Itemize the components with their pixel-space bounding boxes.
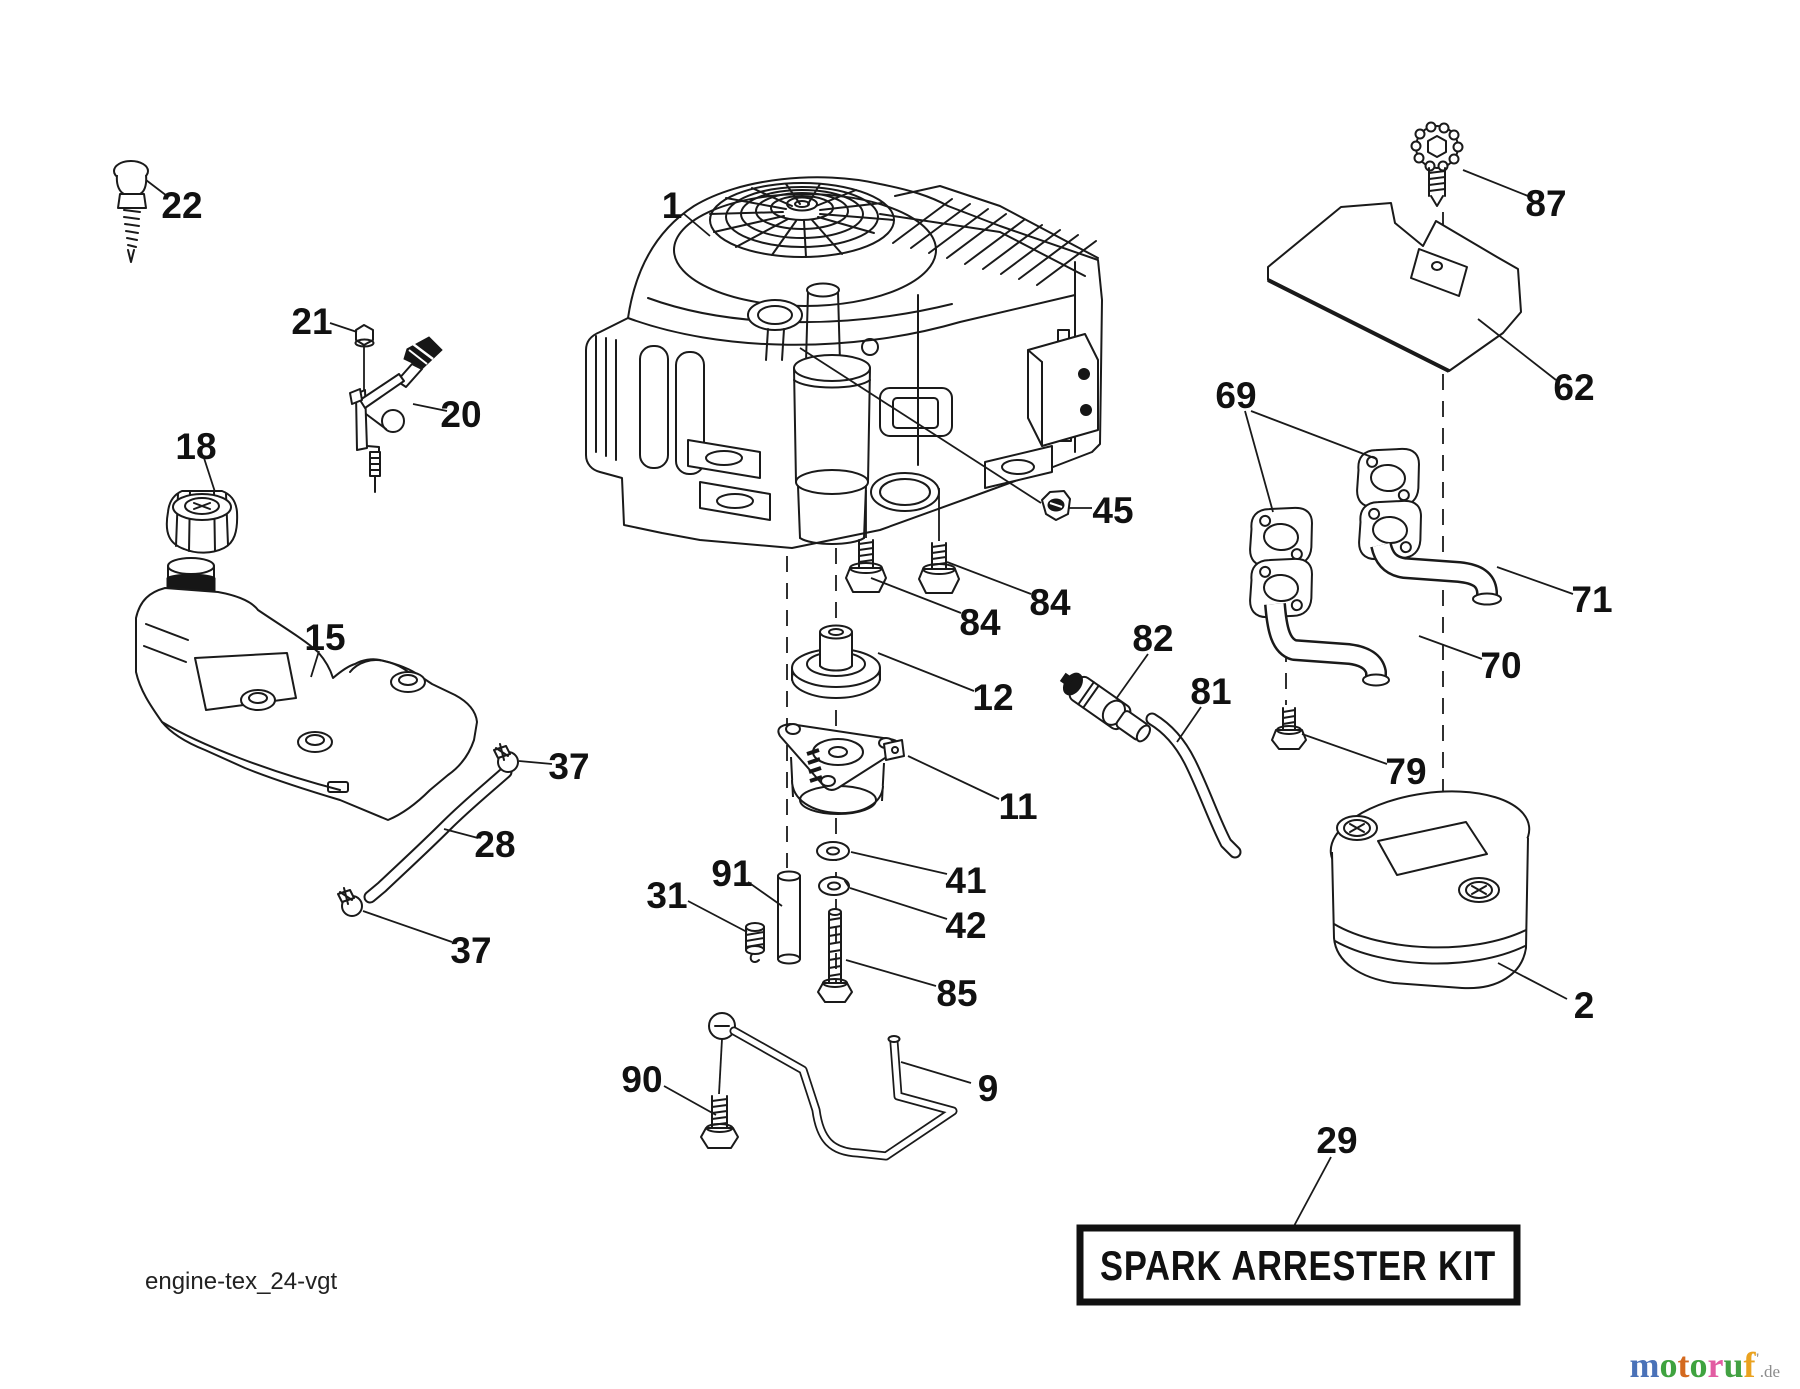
exhaust-gaskets [1249, 447, 1422, 643]
choke-screw [113, 160, 149, 263]
engine-port-bracket [879, 387, 953, 437]
part-label-29: 29 [1316, 1120, 1357, 1161]
part-label-18: 18 [175, 426, 216, 467]
part-label-84a: 84 [959, 602, 1001, 643]
fan-screen [709, 182, 895, 258]
logo-tld: .de [1759, 1362, 1780, 1381]
manifold-bolt [1271, 707, 1307, 750]
spring-coupler [745, 922, 765, 964]
spark-arrester-kit-label: SPARK ARRESTER KIT [1100, 1242, 1496, 1289]
leader-lines [145, 169, 1574, 1227]
oil-fill-dipstick [747, 299, 803, 361]
flywheel-nut [1041, 490, 1071, 521]
lock-washer [818, 876, 850, 896]
part-number-labels: 1 22 21 20 18 15 37 28 37 31 91 90 9 85 … [161, 183, 1612, 1161]
part-label-12: 12 [972, 677, 1013, 718]
fuel-cap [165, 490, 239, 554]
part-label-84b: 84 [1029, 582, 1071, 623]
part-label-37b: 37 [450, 930, 491, 971]
engine-right-panel [917, 261, 1099, 466]
engine-mount-bolt-a [845, 539, 887, 593]
logo-letter: o [1659, 1345, 1678, 1385]
logo-letter: u [1723, 1345, 1744, 1385]
part-label-79: 79 [1385, 751, 1426, 792]
clutch-bolt [817, 908, 853, 1003]
logo-letter: r [1707, 1345, 1724, 1385]
part-label-22: 22 [161, 185, 202, 226]
spacer-tube [777, 870, 801, 965]
part-label-87: 87 [1525, 183, 1566, 224]
exhaust-pipe-lower [1264, 603, 1390, 687]
part-label-42: 42 [945, 905, 986, 946]
throttle-lever [349, 336, 443, 493]
part-label-62: 62 [1553, 367, 1594, 408]
part-label-31: 31 [646, 875, 687, 916]
logo-letter: f [1743, 1345, 1756, 1385]
part-label-21: 21 [291, 301, 332, 342]
part-label-37a: 37 [548, 746, 589, 787]
ignition-module-box [1027, 333, 1099, 447]
engine-bolt-hole [861, 338, 879, 356]
fuel-tank [135, 557, 478, 821]
lever-mount-bolt [354, 324, 375, 420]
part-label-45: 45 [1092, 490, 1133, 531]
rod-bolt [700, 1095, 739, 1149]
motoruf-logo: motoruf'.de [1630, 1347, 1780, 1383]
part-label-69: 69 [1215, 375, 1256, 416]
part-label-82: 82 [1132, 618, 1173, 659]
part-label-70: 70 [1480, 645, 1521, 686]
shield-knob-bolt [1410, 121, 1464, 207]
muffler [1329, 790, 1531, 990]
part-label-85: 85 [936, 973, 977, 1014]
fuel-shutoff-valve [1059, 672, 1152, 743]
spark-arrester-kit-box: SPARK ARRESTER KIT [1076, 1224, 1521, 1306]
engine-assembly [585, 176, 1103, 549]
part-label-91: 91 [711, 853, 752, 894]
logo-tick: ' [1755, 1351, 1760, 1367]
engine-mount-bolt-b [918, 542, 960, 594]
hose-clamp-lower [337, 887, 363, 917]
part-label-71: 71 [1571, 579, 1612, 620]
logo-letter: t [1677, 1345, 1690, 1385]
part-label-41: 41 [945, 860, 986, 901]
support-rod [708, 1012, 958, 1161]
heat-shield-plate [1267, 202, 1522, 373]
cylinder-fins [892, 198, 1097, 286]
logo-letter: m [1629, 1345, 1660, 1385]
part-label-20: 20 [440, 394, 481, 435]
engine-mounting-lugs [687, 439, 1053, 521]
part-label-90: 90 [621, 1059, 662, 1100]
crankshaft-pulley [791, 624, 881, 699]
electric-clutch [777, 723, 905, 815]
part-label-1: 1 [662, 185, 683, 226]
part-label-9: 9 [978, 1068, 999, 1109]
flat-washer [816, 841, 850, 861]
part-label-15: 15 [304, 617, 345, 658]
hose-clamp-upper [493, 743, 519, 773]
part-label-11: 11 [998, 786, 1037, 827]
logo-letter: o [1689, 1345, 1708, 1385]
part-label-28: 28 [474, 824, 515, 865]
diagram-code: engine-tex_24-vgt [145, 1268, 337, 1295]
exhaust-pipe-upper [1370, 542, 1502, 606]
part-label-2: 2 [1574, 985, 1595, 1026]
part-label-81: 81 [1190, 671, 1231, 712]
